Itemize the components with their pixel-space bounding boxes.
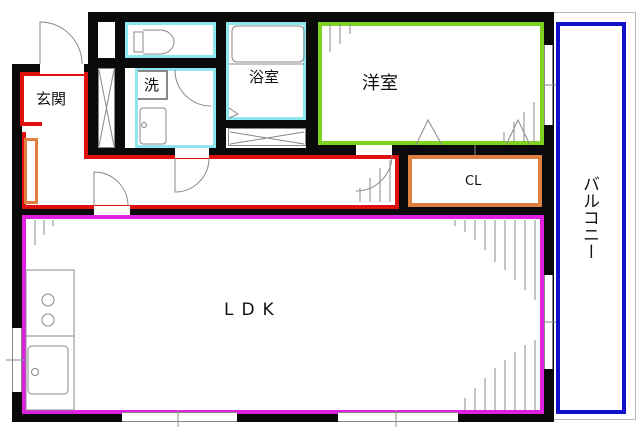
label-western-room: 洋室	[362, 73, 398, 94]
label-balcony: バルコニー	[579, 175, 599, 260]
room-closet	[408, 155, 542, 207]
wall-core-left	[88, 12, 98, 162]
label-bathroom: 浴室	[249, 68, 280, 86]
label-genkan: 玄関	[36, 90, 67, 108]
wall-toilet-bottom	[88, 58, 216, 68]
room-washroom	[135, 68, 216, 148]
label-ldk: LDK	[224, 300, 282, 320]
wall-mid-horizontal	[12, 205, 554, 215]
wall-toilet-left	[115, 12, 125, 158]
wall-top	[88, 12, 552, 24]
shoe-cabinet	[24, 138, 38, 204]
label-closet: CL	[465, 174, 482, 189]
window-ldk-bottom-right	[338, 412, 458, 422]
wall-bath-bottom	[216, 120, 316, 128]
wall-bath-left	[216, 12, 226, 158]
window-ldk-bottom-left	[122, 412, 237, 422]
door-opening-ldk	[94, 206, 130, 215]
room-ldk	[22, 215, 544, 414]
room-bathroom	[226, 22, 306, 120]
label-washroom: 洗	[144, 76, 160, 94]
wall-core-bottom	[88, 148, 400, 158]
door-opening-western	[356, 145, 392, 155]
storage-top-left	[98, 22, 115, 58]
wall-bottom	[12, 412, 554, 422]
room-balcony	[556, 22, 626, 414]
door-opening-washroom	[175, 148, 209, 158]
door-opening-entry	[40, 64, 84, 74]
